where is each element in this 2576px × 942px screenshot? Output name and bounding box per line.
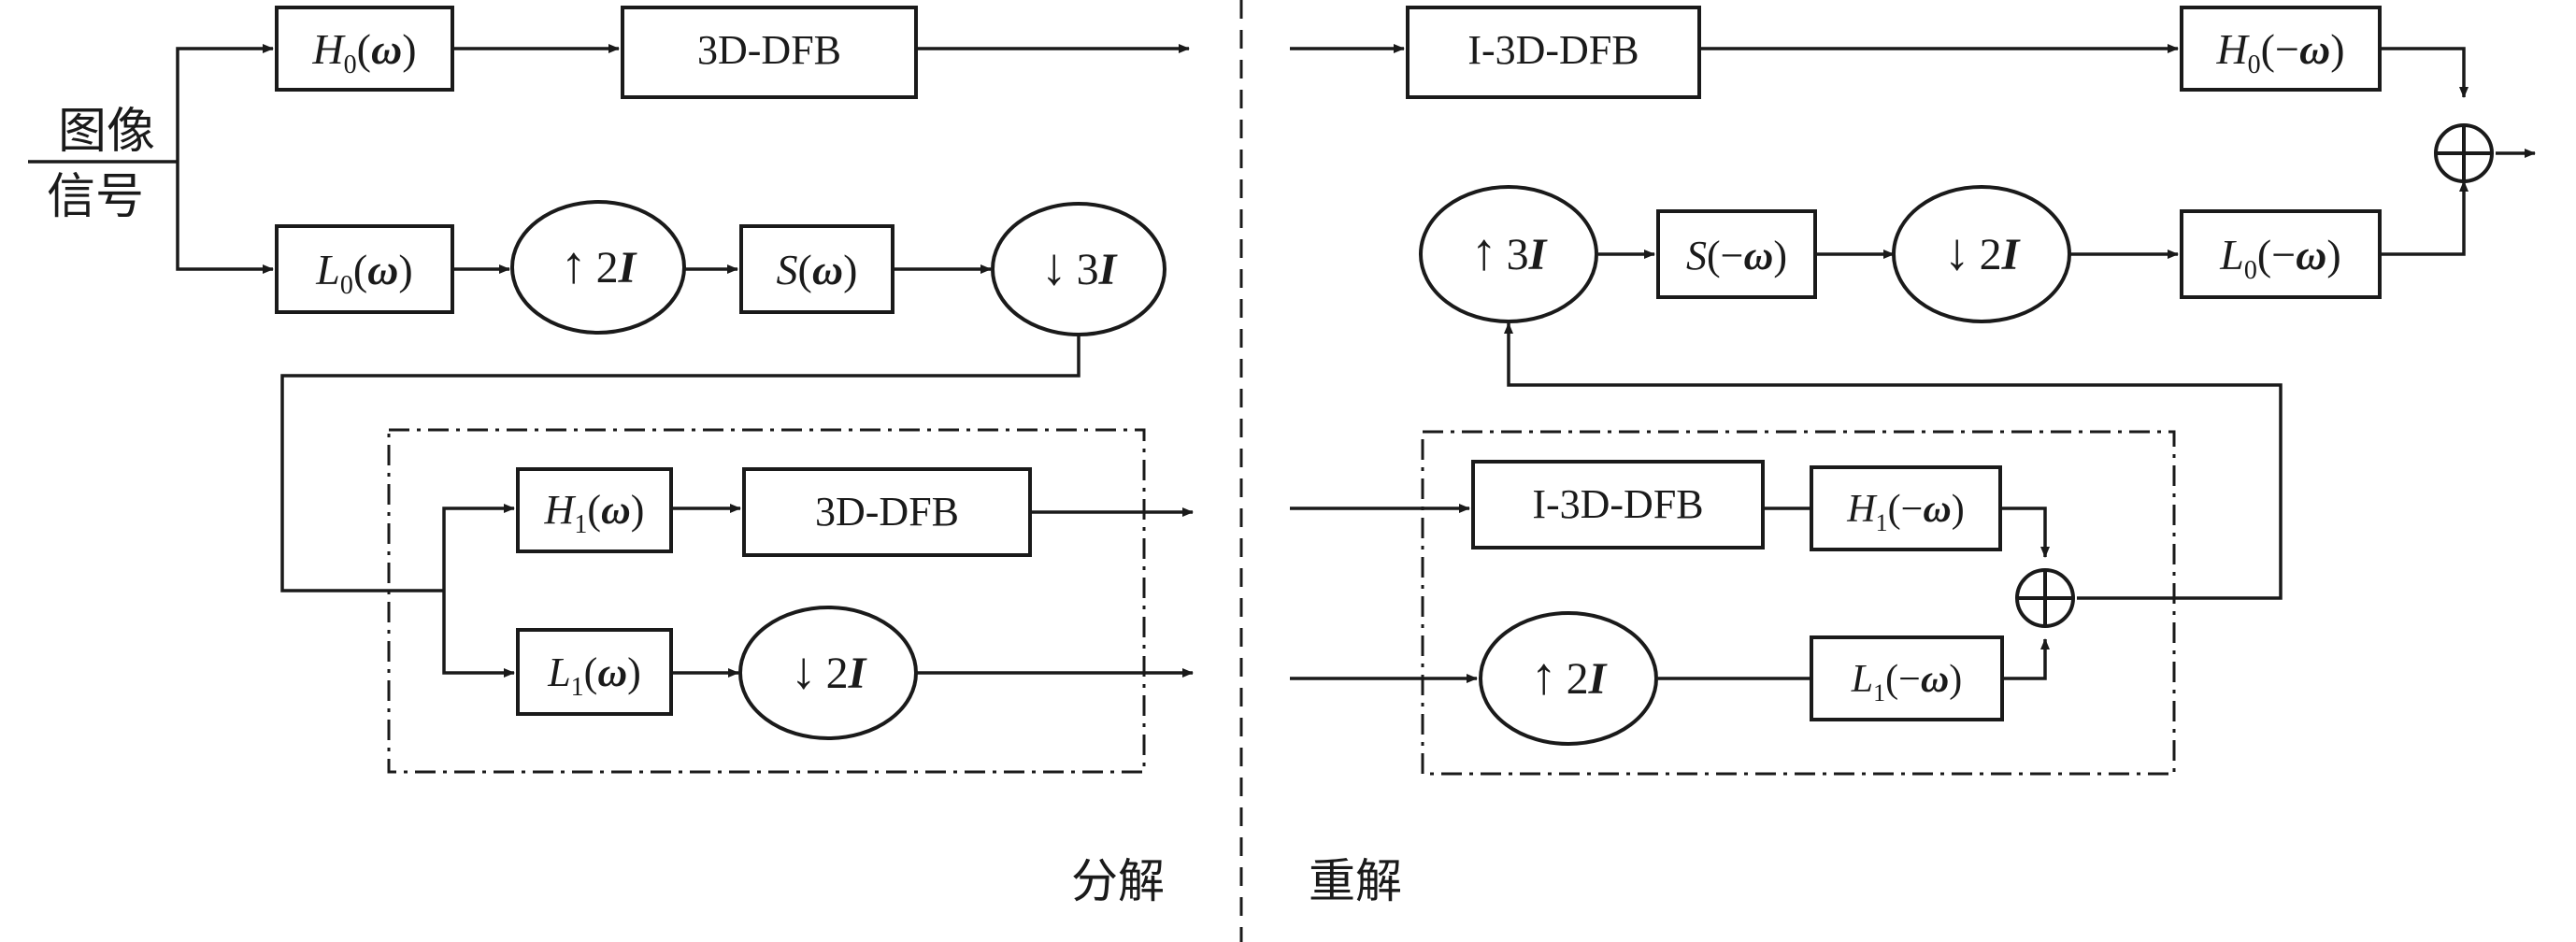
downsample-2i-right: [1892, 185, 2071, 323]
idfb-mid-label: I-3D-DFB: [1532, 481, 1703, 527]
input-label-line1: 图像: [58, 104, 155, 160]
s-neg-filter-box: [1656, 209, 1817, 299]
upsample-3i-label: ↑3I: [1471, 223, 1549, 281]
sum-node-mid: [2015, 568, 2075, 628]
upsample-2i-right: [1479, 611, 1658, 746]
upsample-2i-top: [510, 200, 686, 335]
downsample-2i-mid-label: ↓2I: [791, 642, 868, 700]
reconstruction-wires: [1290, 44, 2536, 683]
s-filter-label: S(ω): [777, 246, 858, 293]
reconstruction-label: 重解: [1309, 854, 1402, 908]
l0-neg-filter-box: [2180, 209, 2382, 299]
upsample-3i: [1419, 185, 1598, 323]
l1-filter-label: L1(ω): [547, 649, 641, 702]
l1-neg-filter-box: [1810, 635, 2004, 721]
h0-filter-label: H0(ω): [311, 25, 416, 79]
downsample-2i-mid: [738, 606, 918, 740]
sum-node-top: [2434, 123, 2494, 183]
h0-neg-filter-box: [2180, 6, 2382, 92]
h1-neg-filter-box: [1810, 465, 2002, 551]
downsample-2i-right-label: ↓2I: [1944, 223, 2022, 281]
h0-neg-filter-label: H0(−ω): [2215, 25, 2344, 79]
decomposition-wires: [176, 44, 1194, 678]
l1-filter-box: [516, 628, 673, 716]
l1-neg-filter-label: L1(−ω): [1851, 658, 1962, 706]
dfb-mid-box: [742, 467, 1032, 557]
input-label-line2: 信号: [47, 169, 144, 225]
downsample-3i: [991, 202, 1166, 336]
l0-neg-filter-label: L0(−ω): [2219, 231, 2340, 285]
l0-filter-label: L0(ω): [315, 246, 413, 300]
dfb-top-label: 3D-DFB: [697, 27, 841, 73]
h0-filter-box: [275, 6, 454, 92]
s-filter-box: [739, 224, 894, 314]
idfb-mid-box: [1471, 460, 1765, 550]
h1-filter-box: [516, 467, 673, 553]
downsample-3i-label: ↓3I: [1041, 238, 1119, 296]
idfb-top-box: [1406, 6, 1701, 99]
idfb-top-label: I-3D-DFB: [1467, 27, 1639, 73]
decomposition-label: 分解: [1071, 854, 1165, 908]
upsample-2i-right-label: ↑2I: [1531, 648, 1609, 706]
reconstruction-level1-region: [1421, 430, 2176, 776]
h1-neg-filter-label: H1(−ω): [1846, 488, 1964, 536]
upsample-2i-top-label: ↑2I: [561, 236, 638, 294]
h1-filter-label: H1(ω): [544, 487, 645, 539]
dfb-top-box: [621, 6, 918, 99]
l0-filter-box: [275, 224, 454, 314]
dfb-mid-label: 3D-DFB: [815, 489, 959, 535]
s-neg-filter-label: S(−ω): [1686, 233, 1787, 278]
